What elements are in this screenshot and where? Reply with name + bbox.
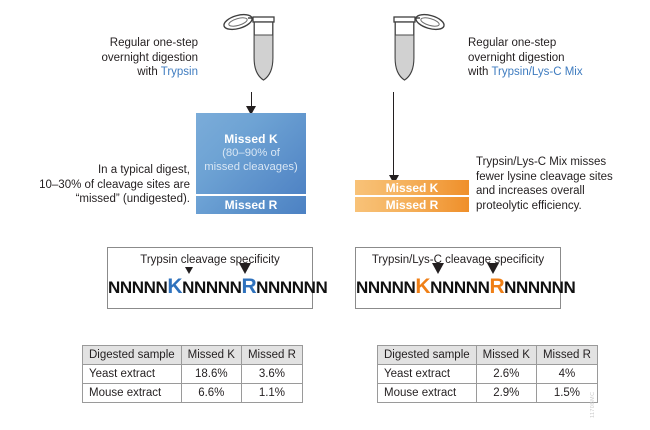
- left-results-table: Digested sample Missed K Missed R Yeast …: [82, 345, 303, 403]
- right-bottom-caption-line2: fewer lysine cleavage sites: [476, 170, 613, 183]
- left-residue-r: R: [241, 275, 257, 298]
- left-td-missedk-0: 18.6%: [180, 364, 242, 384]
- right-residue-k: K: [415, 275, 431, 298]
- right-td-missedr-0: 4%: [535, 364, 598, 384]
- right-bar2-label: Missed R: [385, 197, 439, 212]
- left-result-sub-line2: missed cleavages): [204, 161, 298, 173]
- left-arrow-head: [246, 106, 256, 115]
- left-td-missedr-1: 1.1%: [240, 383, 303, 403]
- right-th-missed-k: Missed K: [475, 345, 537, 365]
- right-td-missedk-1: 2.9%: [475, 383, 537, 403]
- table-row: Mouse extract 6.6% 1.1%: [82, 383, 303, 403]
- right-spec-box: Trypsin/Lys-C cleavage specificity NNNNN…: [355, 247, 576, 309]
- right-enzyme-label: Trypsin/Lys-C Mix: [491, 66, 583, 79]
- right-td-missedr-1: 1.5%: [535, 383, 598, 403]
- right-td-sample-0: Yeast extract: [377, 364, 477, 384]
- right-td-sample-1: Mouse extract: [377, 383, 477, 403]
- right-result-bar-missed-k: Missed K: [355, 180, 469, 195]
- left-td-sample-0: Yeast extract: [82, 364, 182, 384]
- right-top-caption-line1: Regular one-step: [468, 37, 557, 49]
- right-th-sample: Digested sample: [377, 345, 477, 365]
- left-result-box: Missed K (80–90% of missed cleavages): [196, 113, 306, 194]
- catalog-code-text: 1170BMC: [590, 391, 596, 418]
- left-top-caption-prefix: with: [137, 66, 161, 79]
- left-result-sub-line1: (80–90% of: [222, 147, 280, 159]
- right-seq-part1: NNNNN: [356, 278, 416, 297]
- left-seq-part3: NNNNNN: [256, 278, 328, 297]
- table-row: Yeast extract 18.6% 3.6%: [82, 364, 303, 384]
- right-top-caption-prefix: with: [468, 66, 492, 79]
- table-row: Mouse extract 2.9% 1.5%: [377, 383, 598, 403]
- left-cleavage-triangle-r: [239, 263, 251, 274]
- right-spec-sequence: NNNNNKNNNNNRNNNNNN: [356, 263, 576, 299]
- right-bottom-caption-line4: proteolytic efficiency.: [476, 199, 582, 212]
- left-th-missed-k: Missed K: [180, 345, 242, 365]
- left-td-missedr-0: 3.6%: [240, 364, 303, 384]
- right-bottom-caption: Trypsin/Lys-C Mix misses fewer lysine cl…: [476, 155, 646, 213]
- catalog-code-watermark: 1170BMC: [590, 392, 596, 418]
- left-td-sample-1: Mouse extract: [82, 383, 182, 403]
- left-arrow-shaft: [250, 92, 252, 108]
- right-cleavage-triangle-k: [432, 263, 444, 274]
- left-th-missed-r: Missed R: [240, 345, 303, 365]
- left-spec-box: Trypsin cleavage specificity NNNNNKNNNNN…: [107, 247, 328, 309]
- right-td-missedk-0: 2.6%: [475, 364, 537, 384]
- left-bottom-caption-line1: In a typical digest,: [97, 164, 190, 176]
- right-top-caption-line2: overnight digestion: [468, 51, 565, 64]
- left-spec-sequence: NNNNNKNNNNNRNNNNNN: [108, 263, 328, 299]
- right-result-bar-missed-r: Missed R: [355, 197, 469, 212]
- left-bottom-caption: In a typical digest, 10–30% of cleavage …: [18, 163, 190, 207]
- left-result-strip-label: Missed R: [224, 198, 278, 212]
- microcentrifuge-tube-icon-right: [393, 13, 445, 81]
- left-seq-part2: NNNNN: [182, 278, 242, 297]
- right-bottom-caption-line1: Trypsin/Lys-C Mix misses: [476, 156, 607, 168]
- left-residue-k: K: [167, 275, 183, 298]
- microcentrifuge-tube-icon-left: [223, 13, 275, 81]
- right-table-header-row: Digested sample Missed K Missed R: [377, 345, 598, 365]
- right-top-caption-line3: with Trypsin/Lys-C Mix: [468, 65, 648, 80]
- left-cleavage-triangle-k: [185, 267, 193, 274]
- right-results-table: Digested sample Missed K Missed R Yeast …: [377, 345, 598, 403]
- table-row: Yeast extract 2.6% 4%: [377, 364, 598, 384]
- left-top-caption-line3: with Trypsin: [38, 65, 198, 80]
- right-top-caption: Regular one-step overnight digestion wit…: [468, 36, 648, 80]
- right-arrow-head: [388, 175, 399, 184]
- left-table-header-row: Digested sample Missed K Missed R: [82, 345, 303, 365]
- left-result-strip: Missed R: [196, 196, 306, 214]
- right-bar1-label: Missed K: [385, 180, 439, 195]
- left-td-missedk-1: 6.6%: [180, 383, 242, 403]
- right-spec-title: Trypsin/Lys-C cleavage specificity: [371, 254, 545, 266]
- right-bottom-caption-line3: and increases overall: [476, 185, 585, 198]
- left-th-sample: Digested sample: [82, 345, 182, 365]
- left-top-caption-line2: overnight digestion: [101, 51, 198, 64]
- left-top-caption: Regular one-step overnight digestion wit…: [38, 36, 198, 80]
- right-seq-part3: NNNNNN: [504, 278, 576, 297]
- right-cleavage-triangle-r: [487, 263, 499, 274]
- left-top-caption-line1: Regular one-step: [109, 37, 198, 49]
- left-seq-part1: NNNNN: [108, 278, 168, 297]
- right-arrow-shaft: [393, 92, 395, 177]
- left-spec-title: Trypsin cleavage specificity: [140, 254, 280, 266]
- left-bottom-caption-line3: “missed” (undigested).: [75, 193, 190, 206]
- left-enzyme-label: Trypsin: [160, 66, 198, 79]
- right-th-missed-r: Missed R: [535, 345, 598, 365]
- left-result-title: Missed K: [224, 132, 278, 146]
- right-seq-part2: NNNNN: [430, 278, 490, 297]
- right-residue-r: R: [489, 275, 505, 298]
- left-bottom-caption-line2: 10–30% of cleavage sites are: [39, 178, 190, 191]
